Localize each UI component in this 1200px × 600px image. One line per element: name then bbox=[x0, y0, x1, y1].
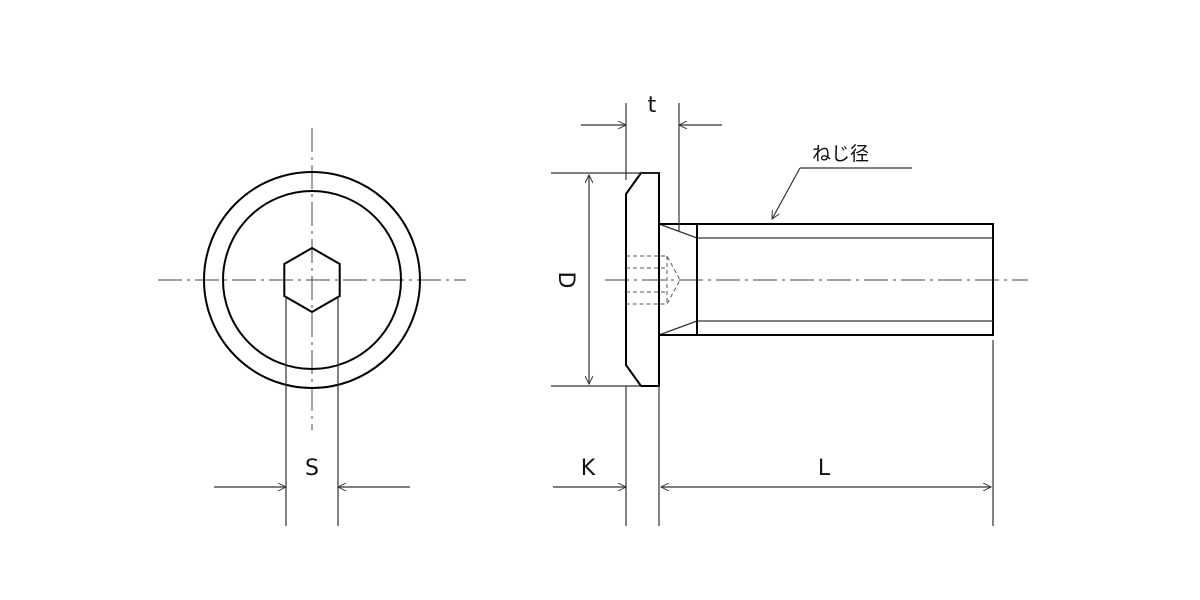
head-outer-circle bbox=[203, 171, 421, 389]
thread-diameter-label: ねじ径 bbox=[812, 143, 869, 165]
hex-socket-icon bbox=[283, 246, 341, 314]
end-view bbox=[158, 128, 466, 430]
side-view bbox=[605, 172, 1028, 387]
k-dimension: K bbox=[553, 386, 660, 526]
d-dimension: D bbox=[551, 172, 641, 387]
shank-outline bbox=[659, 223, 994, 336]
s-label: S bbox=[305, 456, 319, 481]
thread-diameter-leader: ねじ径 bbox=[771, 143, 912, 219]
leader-arrow bbox=[771, 167, 801, 219]
t-dimension: t bbox=[581, 93, 722, 232]
s-dimension: S bbox=[214, 296, 410, 526]
l-dimension: L bbox=[661, 340, 994, 526]
neck-taper-bottom bbox=[658, 320, 698, 336]
t-label: t bbox=[648, 93, 657, 118]
head-inner-circle bbox=[222, 190, 402, 370]
d-label: D bbox=[553, 272, 578, 289]
neck-taper-top bbox=[658, 223, 698, 239]
k-label: K bbox=[581, 456, 596, 481]
l-label: L bbox=[818, 456, 831, 481]
